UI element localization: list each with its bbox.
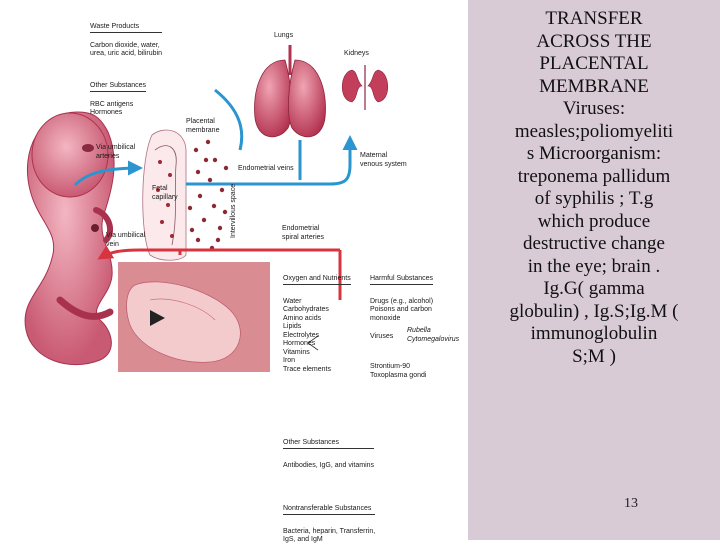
oxygen-nutrients-heading: Oxygen and Nutrients bbox=[283, 275, 351, 285]
lungs-illustration bbox=[254, 45, 326, 138]
text-panel: TRANSFER ACROSS THE PLACENTAL MEMBRANE V… bbox=[468, 0, 720, 540]
other-substances-bottom-heading: Other Substances bbox=[283, 439, 375, 449]
waste-products-heading: Waste Products bbox=[90, 23, 162, 33]
intervillous-space-label: Intervillous space bbox=[230, 183, 237, 238]
placenta-micrograph bbox=[118, 262, 270, 372]
viruses-list: Rubella Cytomegalovirus bbox=[407, 327, 460, 343]
harmful-substances-list-bottom: Strontium-90 Toxoplasma gondi bbox=[370, 363, 427, 379]
harmful-substances-list: Drugs (e.g., alcohol) Poisons and carbon… bbox=[370, 297, 434, 322]
other-substances-top-block: Other Substances RBC antigens Hormones bbox=[90, 73, 147, 126]
waste-transfer-arrows bbox=[73, 88, 358, 187]
oxygen-nutrients-list: Water Carbohydrates Amino acids Lipids E… bbox=[283, 297, 331, 373]
via-umbilical-arteries-label: Via umbilical arteries bbox=[96, 144, 136, 160]
placental-transfer-figure: Lungs Kidneys Waste Products Carbon diox… bbox=[24, 14, 460, 543]
via-umbilical-vein-label: Via umbilical vein bbox=[106, 232, 146, 248]
other-substances-bottom-block: Other Substances Antibodies, IgG, and vi… bbox=[283, 430, 375, 479]
other-substances-bottom-list: Antibodies, IgG, and vitamins bbox=[283, 461, 375, 469]
nontransferable-substances-heading: Nontransferable Substances bbox=[283, 505, 376, 515]
harmful-substances-block: Harmful Substances Drugs (e.g., alcohol)… bbox=[370, 266, 434, 332]
nontransferable-substances-block: Nontransferable Substances Bacteria, hep… bbox=[283, 496, 376, 553]
harmful-substances-heading: Harmful Substances bbox=[370, 275, 434, 285]
viruses-label: Viruses bbox=[370, 333, 394, 340]
kidneys-label: Kidneys bbox=[344, 50, 369, 57]
lungs-label: Lungs bbox=[274, 32, 294, 39]
nontransferable-substances-list: Bacteria, heparin, Transferrin, IgS, and… bbox=[283, 527, 376, 544]
endometrial-veins-label: Endometrial veins bbox=[238, 165, 294, 172]
maternal-venous-system-label: Maternal venous system bbox=[360, 152, 407, 168]
viruses-bracket bbox=[307, 335, 319, 351]
kidneys-illustration bbox=[341, 65, 389, 110]
endometrial-spiral-arteries-label: Endometrial spiral arteries bbox=[282, 225, 325, 241]
placental-tissue bbox=[142, 129, 229, 261]
oxygen-nutrients-block: Oxygen and Nutrients Water Carbohydrates… bbox=[283, 266, 351, 383]
slide-number: 13 bbox=[624, 496, 638, 511]
other-substances-top-heading: Other Substances bbox=[90, 82, 147, 92]
waste-products-block: Waste Products Carbon dioxide, water, ur… bbox=[90, 14, 162, 67]
placental-membrane-label: Placental membrane bbox=[186, 118, 220, 134]
figure-artwork bbox=[24, 45, 389, 372]
other-substances-top-list: RBC antigens Hormones bbox=[90, 100, 134, 117]
fetal-capillary-label: Fetal capillary bbox=[152, 185, 178, 201]
panel-body-text: TRANSFER ACROSS THE PLACENTAL MEMBRANE V… bbox=[509, 8, 679, 367]
nutrient-transfer-arrows bbox=[97, 245, 342, 300]
waste-products-list: Carbon dioxide, water, urea, uric acid, … bbox=[90, 41, 162, 58]
